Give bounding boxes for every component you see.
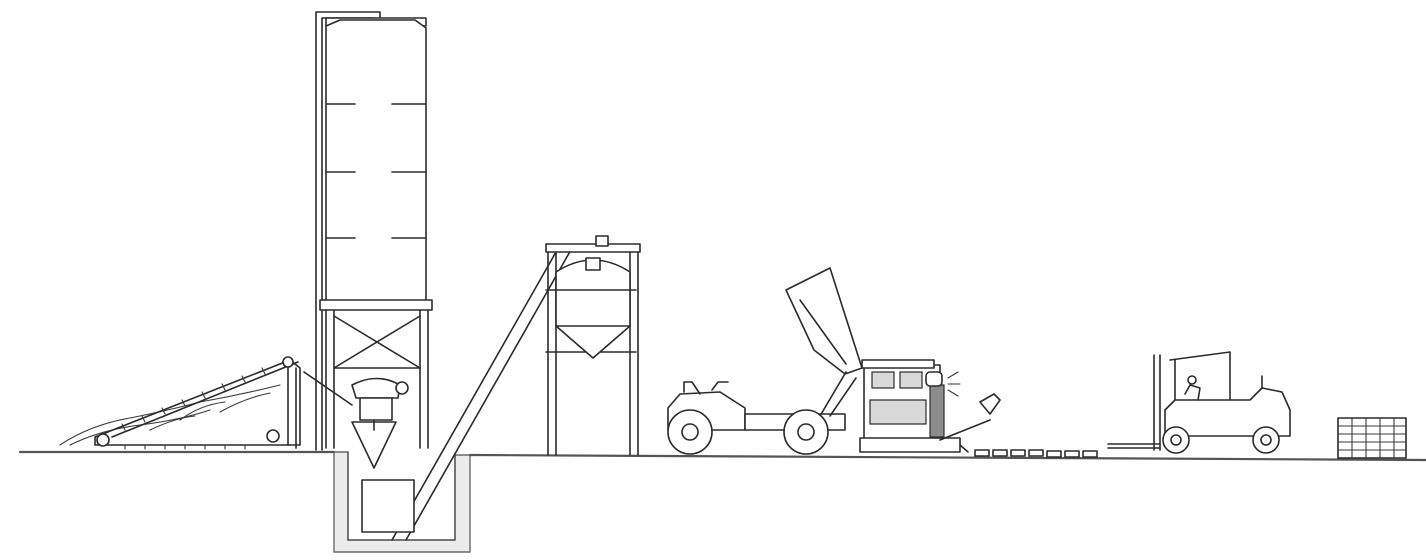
block-making-machine-icon bbox=[860, 360, 1000, 452]
block-pallet-stack-icon bbox=[1338, 418, 1406, 458]
aggregate-feeder-icon bbox=[60, 357, 300, 449]
tractor-dumper-icon bbox=[668, 268, 862, 454]
cement-silo-icon bbox=[304, 12, 432, 468]
ground bbox=[20, 452, 1426, 552]
fresh-blocks-row bbox=[975, 450, 1097, 457]
forklift-icon bbox=[1108, 352, 1290, 453]
